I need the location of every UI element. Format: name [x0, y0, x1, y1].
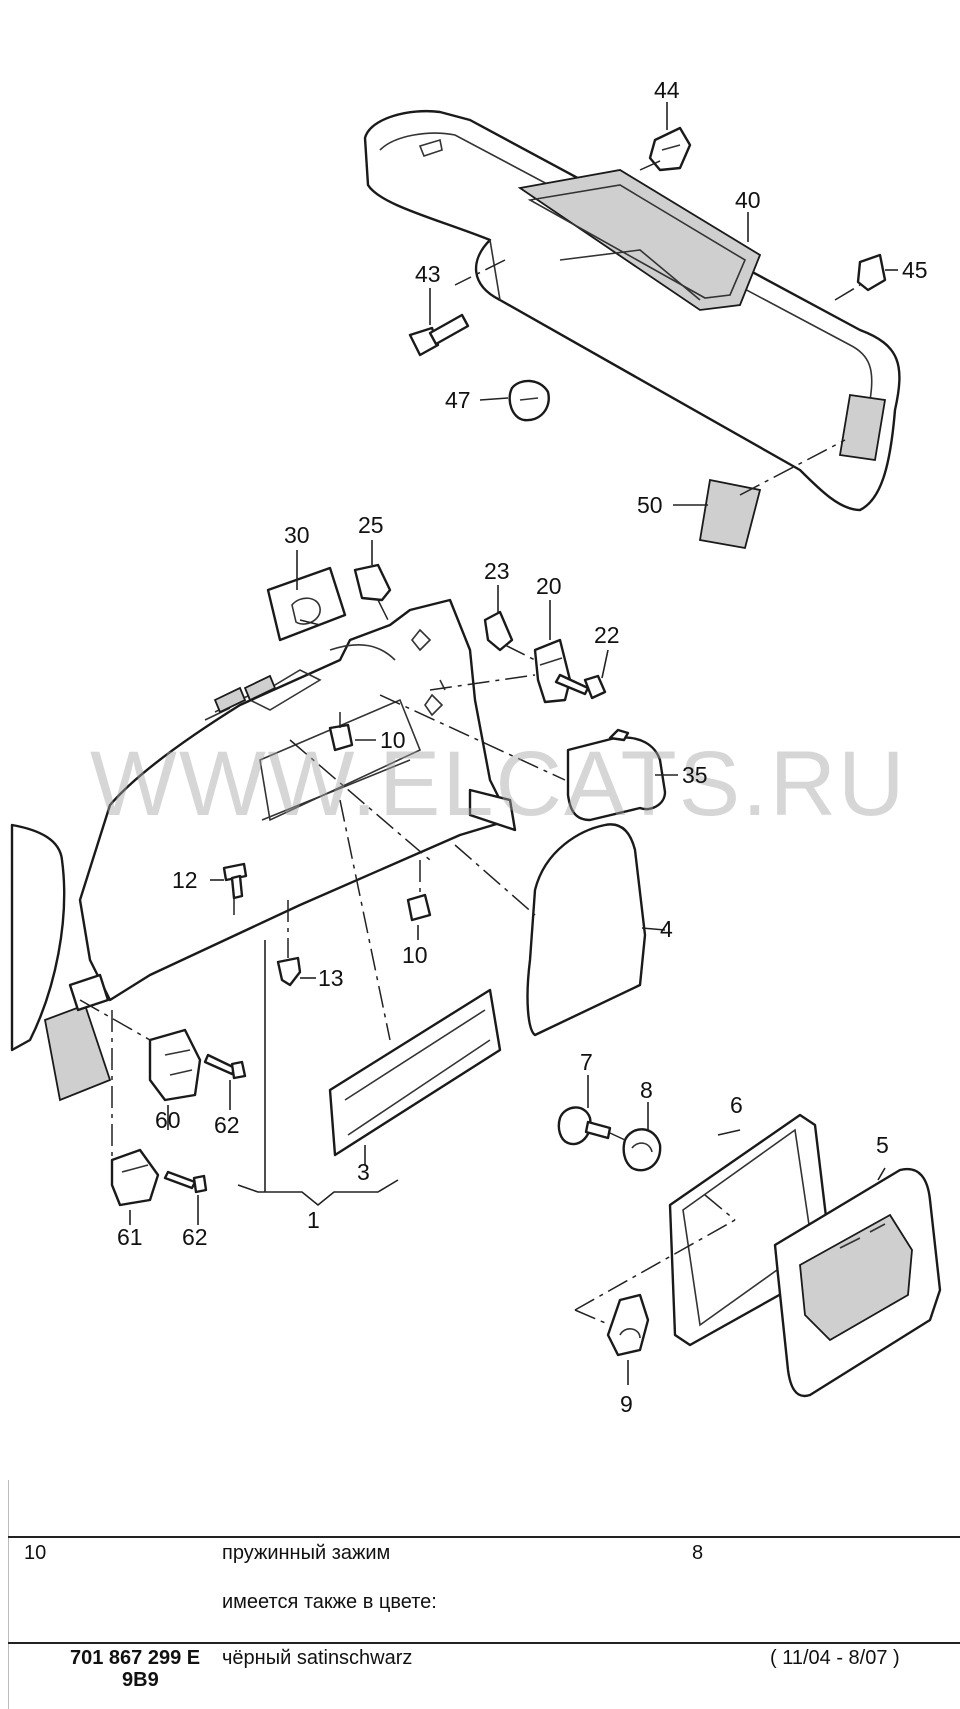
- row-position: 10: [24, 1542, 47, 1564]
- callout-6: 6: [730, 1092, 743, 1118]
- callout-35: 35: [682, 762, 708, 788]
- parts-diagram: WWW.ELCATS.RU 44 40 45 43 47 50 30 25 23…: [10, 77, 942, 1417]
- table-left-rule: [8, 1480, 9, 1709]
- part-3-panel: [328, 988, 502, 1157]
- part-4-panel: [526, 823, 647, 1037]
- part-44-clip: [648, 126, 692, 172]
- callout-62-lower: 62: [182, 1224, 208, 1250]
- part-43-screw: [408, 313, 470, 357]
- part-62-screw-upper: [203, 1053, 247, 1080]
- part-47-cap: [508, 379, 550, 422]
- part-45-clip: [856, 253, 887, 292]
- part-22-screw: [554, 673, 607, 700]
- callout-47: 47: [445, 387, 471, 413]
- part-61-hook: [110, 1148, 160, 1207]
- callout-22: 22: [594, 622, 620, 648]
- callout-9: 9: [620, 1391, 633, 1417]
- watermark-text: WWW.ELCATS.RU: [90, 733, 907, 835]
- callout-12: 12: [172, 867, 198, 893]
- color-name: чёрный satinschwarz: [222, 1647, 413, 1669]
- color-code: 9B9: [122, 1669, 159, 1691]
- assembly-lines: [79, 159, 861, 1326]
- leader-lines: [129, 102, 898, 1385]
- callout-20: 20: [536, 573, 562, 599]
- date-range: ( 11/04 - 8/07 ): [770, 1647, 900, 1669]
- callout-13: 13: [318, 965, 344, 991]
- callout-60: 60: [155, 1107, 181, 1133]
- part-25-clip: [353, 563, 392, 602]
- parts-table: 10 пружинный зажим 8 имеется также в цве…: [0, 1480, 960, 1709]
- callout-62-upper: 62: [214, 1112, 240, 1138]
- callout-3: 3: [357, 1159, 370, 1185]
- part-12-screw: [222, 862, 248, 900]
- callout-40: 40: [735, 187, 761, 213]
- callout-44: 44: [654, 77, 680, 103]
- callout-30: 30: [284, 522, 310, 548]
- part-1-side-trim: [78, 598, 517, 1002]
- part-20-bracket: [533, 638, 572, 704]
- part-9-clip: [606, 1293, 650, 1357]
- callout-8: 8: [640, 1077, 653, 1103]
- callout-5: 5: [876, 1132, 889, 1158]
- part-10-clip-upper: [328, 723, 354, 752]
- part-7-plug: [557, 1106, 612, 1146]
- part-10-clip-lower: [406, 893, 432, 922]
- part-35-cover: [566, 728, 667, 822]
- callout-43: 43: [415, 261, 441, 287]
- callout-25: 25: [358, 512, 384, 538]
- body-left-edge: [10, 823, 112, 1102]
- callout-labels: 44 40 45 43 47 50 30 25 23 20 22 10 35 1…: [117, 77, 928, 1417]
- callout-45: 45: [902, 257, 928, 283]
- part-30-label: [266, 566, 347, 642]
- callout-4: 4: [660, 916, 673, 942]
- part-5-cover: [773, 1167, 942, 1398]
- table-mid-rule: [8, 1642, 960, 1644]
- row-description: пружинный зажим: [222, 1542, 391, 1564]
- table-top-rule: [8, 1536, 960, 1538]
- callout-10-lower: 10: [402, 942, 428, 968]
- row-note: имеется также в цвете:: [222, 1591, 437, 1613]
- part-62-screw-lower: [163, 1170, 208, 1194]
- callout-7: 7: [580, 1049, 593, 1075]
- part-23-clip: [483, 610, 514, 652]
- callout-23: 23: [484, 558, 510, 584]
- callout-1: 1: [307, 1207, 320, 1233]
- part-number[interactable]: 701 867 299 E: [70, 1647, 201, 1669]
- part-40-cover: [363, 110, 901, 512]
- row-quantity: 8: [692, 1542, 704, 1564]
- callout-10-upper: 10: [380, 727, 406, 753]
- part-50-pad: [698, 478, 762, 550]
- part-13-clip: [276, 956, 302, 987]
- callout-50: 50: [637, 492, 663, 518]
- part-60-hook: [148, 1028, 202, 1102]
- callout-61: 61: [117, 1224, 143, 1250]
- part-8-grommet: [622, 1128, 662, 1172]
